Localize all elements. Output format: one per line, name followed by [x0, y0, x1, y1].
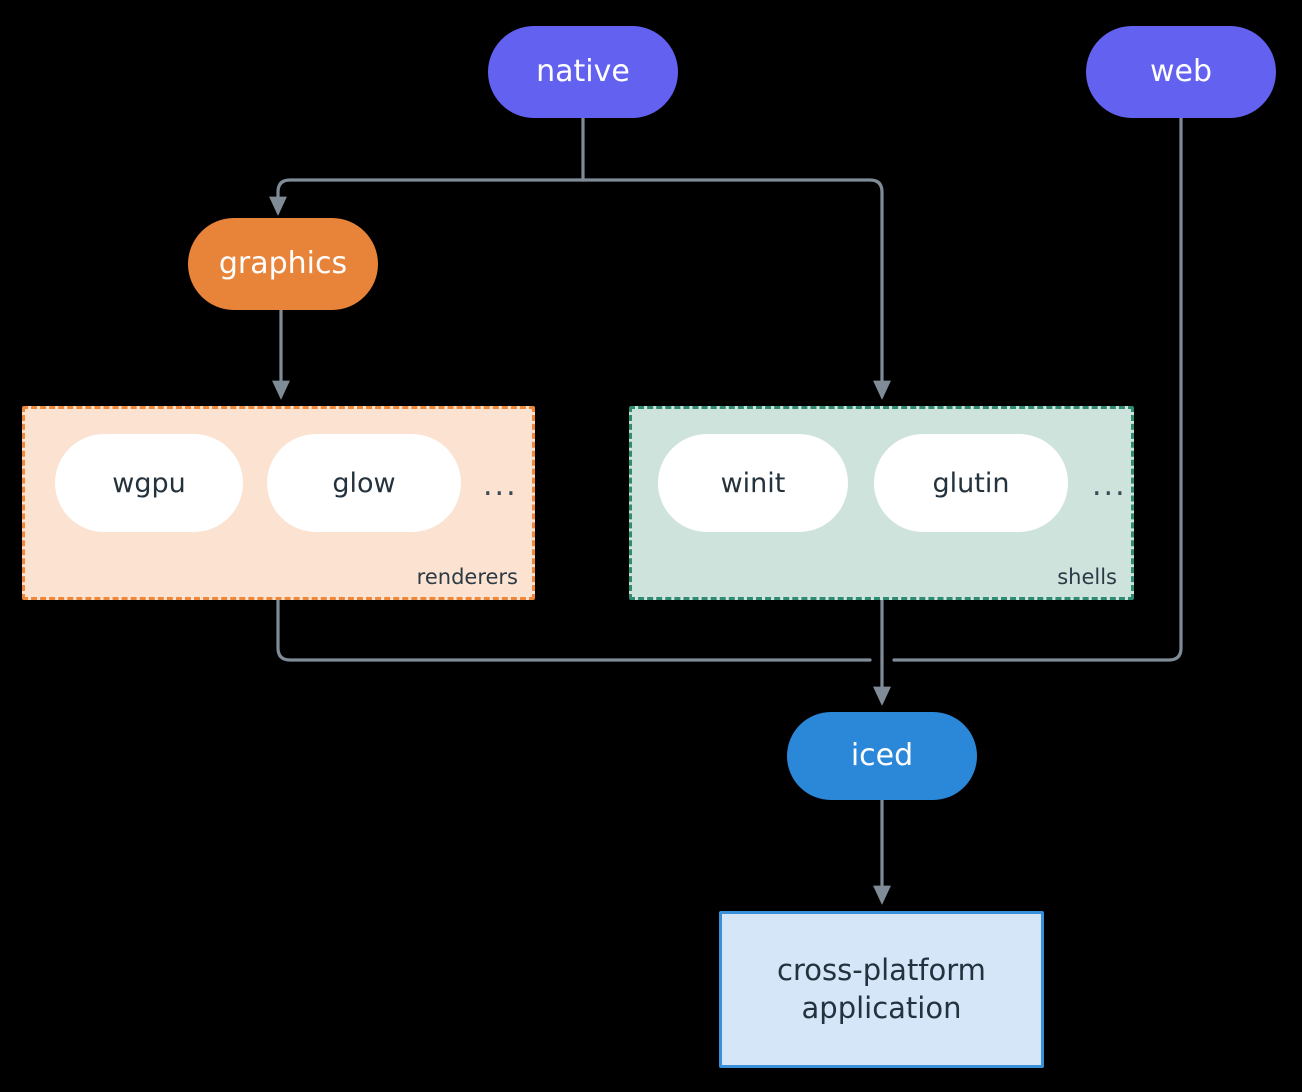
node-glutin[interactable]: glutin [874, 434, 1068, 532]
application-line-1: cross-platform [777, 953, 986, 988]
node-graphics[interactable]: graphics [188, 218, 378, 310]
node-web[interactable]: web [1086, 26, 1276, 118]
edge-renderers-iced [276, 598, 872, 662]
application-line-2: application [801, 990, 962, 1025]
cluster-renderers-label: renderers [416, 565, 518, 589]
node-cross-platform-application[interactable]: cross-platform application [719, 911, 1044, 1068]
renderers-overflow-ellipsis: ... [483, 468, 518, 503]
node-iced[interactable]: iced [787, 712, 977, 800]
cluster-shells: winit glutin ... shells [629, 406, 1134, 600]
edge-native-shells [581, 178, 891, 400]
shells-overflow-ellipsis: ... [1092, 468, 1127, 503]
node-native[interactable]: native [488, 26, 678, 118]
node-wgpu[interactable]: wgpu [55, 434, 243, 532]
cluster-shells-label: shells [1057, 565, 1117, 589]
node-winit[interactable]: winit [658, 434, 848, 532]
cluster-renderers: wgpu glow ... renderers [22, 406, 535, 600]
node-glow[interactable]: glow [267, 434, 461, 532]
edge-native-graphics [269, 178, 585, 216]
